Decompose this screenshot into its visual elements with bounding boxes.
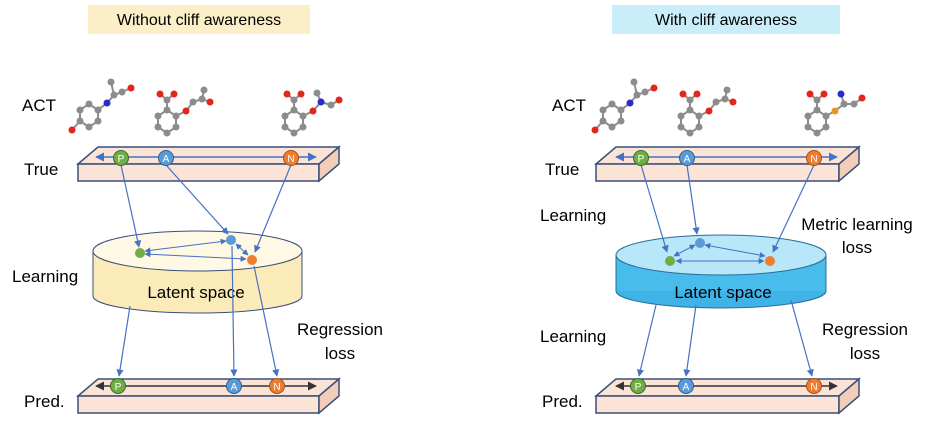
- right-true-plate: [593, 145, 862, 183]
- right-arrow-latent-to-pred-p: [637, 304, 657, 377]
- left-regression-label-2: loss: [325, 344, 355, 363]
- left-latent-dot-p: [135, 248, 145, 258]
- svg-text:P: P: [635, 382, 642, 393]
- left-arrow-latent-to-pred-a: [230, 245, 238, 377]
- right-molecule-2: [676, 85, 738, 138]
- right-pred-plate: [593, 377, 862, 415]
- svg-text:N: N: [273, 382, 280, 393]
- right-arrow-n-to-latent: [772, 164, 815, 253]
- right-latent-link-pa: [673, 244, 696, 257]
- right-title: With cliff awareness: [655, 12, 797, 29]
- left-pred-marker-n: N: [269, 378, 285, 394]
- right-latent-link-an: [704, 243, 766, 258]
- left-true-marker-a: A: [158, 150, 174, 166]
- right-latent-dot-n: [765, 256, 775, 266]
- svg-text:P: P: [118, 154, 125, 165]
- right-regression-label-2: loss: [850, 344, 880, 363]
- right-molecule-3: [803, 89, 867, 138]
- left-pred-marker-p: P: [110, 378, 126, 394]
- svg-text:N: N: [287, 154, 294, 165]
- right-arrow-latent-to-pred-a: [683, 304, 697, 377]
- right-pred-marker-a: A: [678, 378, 694, 394]
- right-arrow-latent-to-pred-n: [790, 299, 814, 377]
- left-latent-dot-n: [247, 255, 257, 265]
- left-pred-label: Pred.: [24, 392, 65, 411]
- left-latent-dot-a: [226, 235, 236, 245]
- svg-text:N: N: [810, 154, 817, 165]
- left-arrow-p-to-latent: [120, 164, 142, 248]
- left-latent-link-pa: [144, 238, 227, 254]
- left-pred-marker-a: A: [226, 378, 242, 394]
- right-molecule-1: [590, 77, 659, 135]
- right-learning-top-label: Learning: [540, 206, 606, 225]
- left-molecules: [67, 77, 344, 138]
- right-regression-label-1: Regression: [822, 320, 908, 339]
- left-latent-link-pn: [144, 251, 247, 262]
- left-molecule-3: [280, 88, 344, 138]
- right-panel: With cliff awareness ACT True Learning M…: [540, 5, 913, 415]
- svg-text:N: N: [810, 382, 817, 393]
- right-arrow-p-to-latent: [640, 164, 669, 253]
- right-true-marker-a: A: [679, 150, 695, 166]
- left-latent-label: Latent space: [147, 283, 244, 302]
- left-learning-label: Learning: [12, 267, 78, 286]
- left-molecule-1: [67, 77, 136, 135]
- left-true-label: True: [24, 160, 58, 179]
- left-arrow-n-to-latent: [254, 164, 292, 253]
- right-true-label: True: [545, 160, 579, 179]
- right-learning-bottom-label: Learning: [540, 327, 606, 346]
- left-molecule-2: [153, 85, 215, 138]
- left-regression-label-1: Regression: [297, 320, 383, 339]
- svg-text:A: A: [231, 382, 238, 393]
- svg-text:P: P: [638, 154, 645, 165]
- right-act-label: ACT: [552, 96, 586, 115]
- svg-text:P: P: [115, 382, 122, 393]
- left-arrow-a-to-latent: [165, 164, 229, 235]
- right-title-box: [612, 5, 840, 34]
- right-latent-dot-a: [695, 238, 705, 248]
- left-true-marker-n: N: [283, 150, 299, 166]
- left-true-marker-p: P: [113, 150, 129, 166]
- right-latent-dot-p: [665, 256, 675, 266]
- left-arrow-latent-to-pred-p: [116, 305, 131, 377]
- right-molecules: [590, 77, 867, 138]
- left-true-plate: [75, 145, 342, 183]
- right-pred-marker-n: N: [806, 378, 822, 394]
- left-act-label: ACT: [22, 96, 56, 115]
- left-title: Without cliff awareness: [117, 12, 281, 29]
- right-metric-label-2: loss: [842, 238, 872, 257]
- left-arrow-latent-to-pred-n: [253, 265, 280, 377]
- right-true-marker-p: P: [633, 150, 649, 166]
- svg-text:A: A: [684, 154, 691, 165]
- right-pred-label: Pred.: [542, 392, 583, 411]
- left-panel: Without cliff awareness ACT True Latent …: [12, 5, 383, 415]
- svg-text:A: A: [683, 382, 690, 393]
- right-metric-label-1: Metric learning: [801, 215, 913, 234]
- right-latent-label: Latent space: [674, 283, 771, 302]
- svg-text:A: A: [163, 154, 170, 165]
- right-true-marker-n: N: [806, 150, 822, 166]
- right-pred-marker-p: P: [630, 378, 646, 394]
- left-title-box: [88, 5, 310, 34]
- right-arrow-a-to-latent: [686, 164, 700, 235]
